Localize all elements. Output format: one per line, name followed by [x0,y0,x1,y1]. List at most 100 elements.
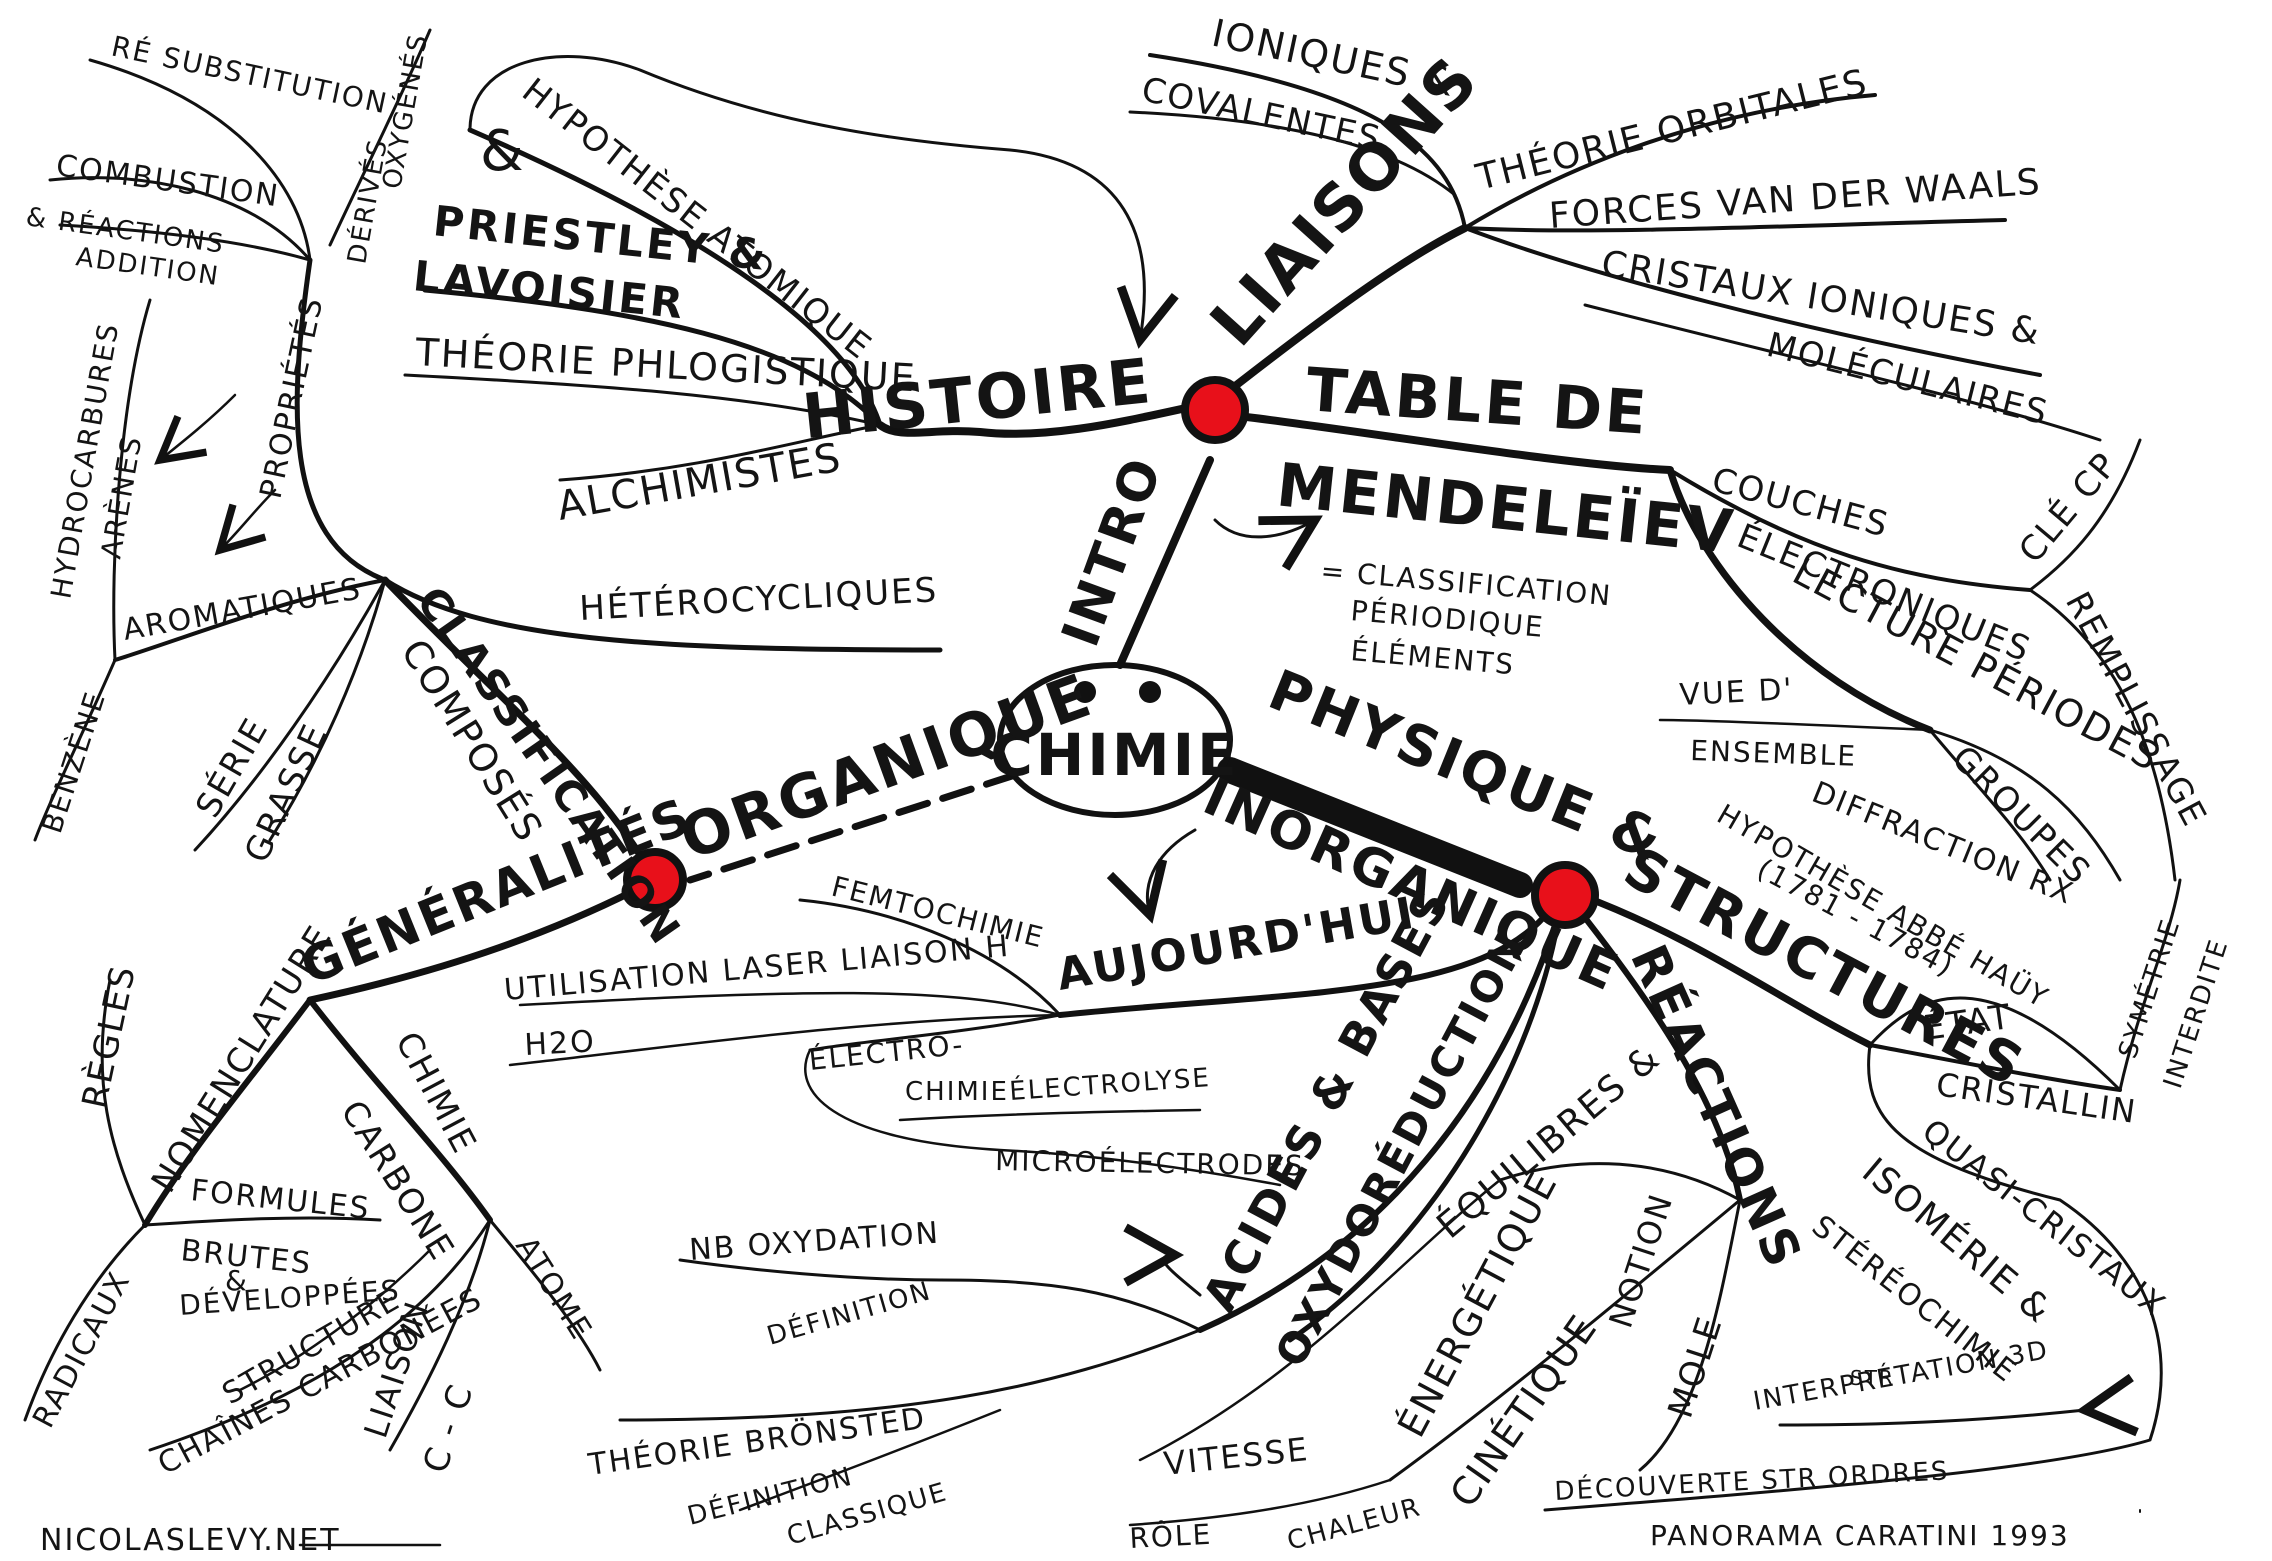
classification-item-combustion: COMBUSTION [54,148,282,214]
table-note-3: ÉLÉMENTS [1349,633,1516,681]
reactions-vitesse-line [1138,1178,1502,1462]
reactions-item-vitesse: VITESSE [1162,1430,1311,1483]
classification-arenes-line [112,298,152,662]
histoire-phlogistique-line [403,373,882,427]
chimie-eye-right [1139,681,1161,703]
generalites-nomenclature-line [142,997,313,1228]
classification-item-hetero: HÉTÉROCYCLIQUES [578,569,939,629]
center-label: CHIMIE [990,721,1240,789]
generalites-liaison-line [388,1218,492,1452]
organique-hub-node [623,848,687,912]
aujourdhui-item-micro: MICROÉLECTRODES [995,1143,1305,1182]
reactions-mole-line [1638,1198,1742,1472]
structures-cristallin-line [1543,1043,2163,1512]
acides-oxyda-line [678,1258,1202,1332]
acides-item-def1: DÉFINITION [763,1274,935,1352]
generalites-radicaux-line [23,1223,147,1422]
liaisons-vdw-line [1463,218,2007,233]
classification-main-line [381,576,659,884]
histoire-item-amp: & [480,119,526,184]
classification-combustion-line [48,176,312,262]
generalites-chaines-line [148,1218,492,1452]
table-item-ensemble: ENSEMBLE [1690,734,1858,773]
structures-state-line [1868,1043,2122,1092]
physique-arrow [1106,828,1197,924]
classification-item-proprietes: PROPRIÉTÉS [253,293,331,502]
classification-grasse-line [268,578,387,842]
footer-credit: PANORAMA CARATINI 1993 [1650,1519,2070,1552]
histoire-alchimistes-line [558,423,882,482]
structures-diffrac-line [1868,996,2122,1092]
structures-item-str: STR [1850,1366,1895,1390]
chimie-eye-left [1074,681,1096,703]
table-vue-line [1658,718,1932,732]
classification-aromatiques-line [113,578,387,662]
aujourdhui-h2o-line [508,1013,1062,1067]
generalites-atome-line [488,1218,602,1372]
liaisons-covalentes-line [1128,110,1457,197]
acides-classique-line [738,1408,1002,1512]
classification-item-aromatiques: AROMATIQUES [120,571,364,647]
generalites-main-line [306,876,659,1004]
acides-bronsted-line [618,1328,1202,1422]
structures-stereo-line [1778,1373,2139,1437]
table-arrow [1213,515,1323,571]
structures-item-isomerie: ISOMÉRIE & [1854,1150,2060,1332]
acides-item-nbox: NB OXYDATION [688,1216,941,1268]
aujourdhui-electrolyse-line [898,1108,1202,1122]
classification-derives-line [328,28,432,247]
labels: CHIMIE HISTOIRE HYPOTHÈSE ATOMIQUE & PRI… [24,11,2235,1558]
classification-serie-line [193,578,387,852]
table-periodes-line [1928,728,2122,882]
table-item-couches: COUCHES [1708,460,1894,546]
table-main-line [1226,411,1674,474]
liaisons-ioniques-line [1148,53,1467,230]
acides-item-bronsted: THÉORIE BRÖNSTED [585,1400,928,1483]
liaisons-orbitales-line [1463,93,1877,230]
structures-main-line [1576,891,1874,1049]
structures-sym-line [2118,878,2182,1092]
classification-proprietes-line [294,257,388,583]
classification-arrow-2 [214,488,277,556]
aujourdhui-main-line [1057,892,1563,1018]
table-item-vue: VUE D' [1679,672,1795,713]
physique-hub-node [1531,861,1599,929]
generalites-structure-line [238,1248,432,1392]
histoire-main-line [876,401,1204,438]
histoire-atomique-line [467,127,883,428]
reactions-item-mole: MOLE [1661,1311,1731,1423]
classification-benzene-line [33,658,117,842]
generalites-item-atome: ATOME [508,1231,599,1347]
generalites-item-cc: C - C [416,1379,482,1478]
classification-item-substitution: RÉ SUBSTITUTION [109,29,392,121]
generalites-chimie-line [307,997,493,1223]
aujourdhui-item-h2o: H2O [524,1024,597,1063]
generalites-regles-line [100,978,147,1227]
liaisons-cristaux-line [1463,226,2042,377]
oxydo-main-line [1287,907,1563,1343]
reactions-cinetique-line [1388,1198,1742,1482]
structures-item-decouverte: DÉCOUVERTE STR ORDRES [1554,1454,1950,1507]
classification-item-benzene: BENZÈNE [34,687,112,838]
classification-substitution-line [88,58,312,262]
histoire-arrow-loop [468,55,1179,349]
histoire-priestley-line [422,287,883,428]
generalites-item-nomenclature: NOMENCLATURE [144,918,341,1200]
classification-hetero-line [382,577,943,653]
table-remplissage-line [2028,588,2177,882]
classification-arrow-1 [154,393,237,465]
aujourdhui-electro-line [808,1013,1062,1052]
generalites-item-chimie: CHIMIE [387,1025,484,1160]
reactions-role-line [1128,1478,1392,1527]
reactions-equilibres-line [1498,1162,1742,1202]
histoire-item-alchimistes: ALCHIMISTES [554,434,846,529]
chimie-to-intro-line [1116,456,1214,669]
aujourdhui-electrochimie-loop [804,1048,1282,1187]
table-lecture-line [1666,466,1934,734]
generalites-item-regles: RÈGLES [74,961,144,1112]
generalites-item-radicaux: RADICAUX [26,1265,138,1433]
liaisons-hub-node [1181,376,1249,444]
acides-main-line [1197,907,1563,1333]
acides-arrow [1123,1223,1202,1297]
